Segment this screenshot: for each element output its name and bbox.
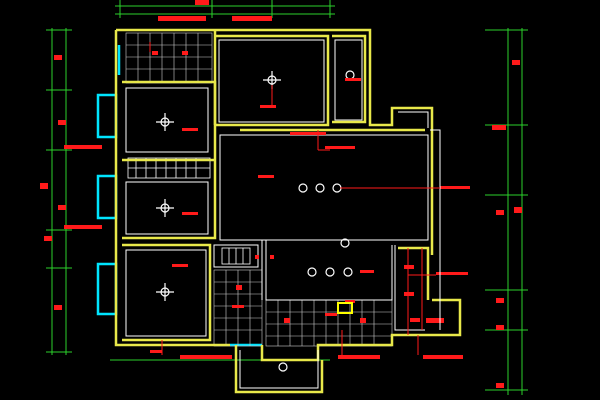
downlight-icon (307, 267, 317, 277)
downlight-icon (343, 267, 353, 277)
downlight-icon (325, 267, 335, 277)
corridor-trim (127, 157, 211, 179)
ceiling-light-icon (156, 113, 174, 131)
stair-icon (221, 247, 251, 265)
window-icon (96, 262, 118, 316)
downlight-icon (345, 70, 355, 80)
ceiling-fixtures (156, 70, 355, 372)
walls (114, 28, 462, 394)
highlight-marker (337, 302, 353, 314)
tile-grid-top-left (125, 32, 213, 84)
downlight-icon (298, 183, 308, 193)
windows (96, 45, 262, 347)
window-icon (96, 93, 118, 139)
downlight-icon (332, 183, 342, 193)
ceiling-light-icon (156, 199, 174, 217)
leader-lines (149, 42, 440, 355)
inner-walls (125, 39, 441, 389)
ceiling-light-icon (156, 283, 174, 301)
red-fixture-symbols (152, 51, 420, 323)
downlight-icon (315, 183, 325, 193)
annotation-markers (40, 0, 522, 388)
window-icon (96, 174, 118, 220)
downlight-icon (340, 238, 350, 248)
downlight-icon (278, 362, 288, 372)
tile-grid-bottom-left (213, 269, 263, 347)
